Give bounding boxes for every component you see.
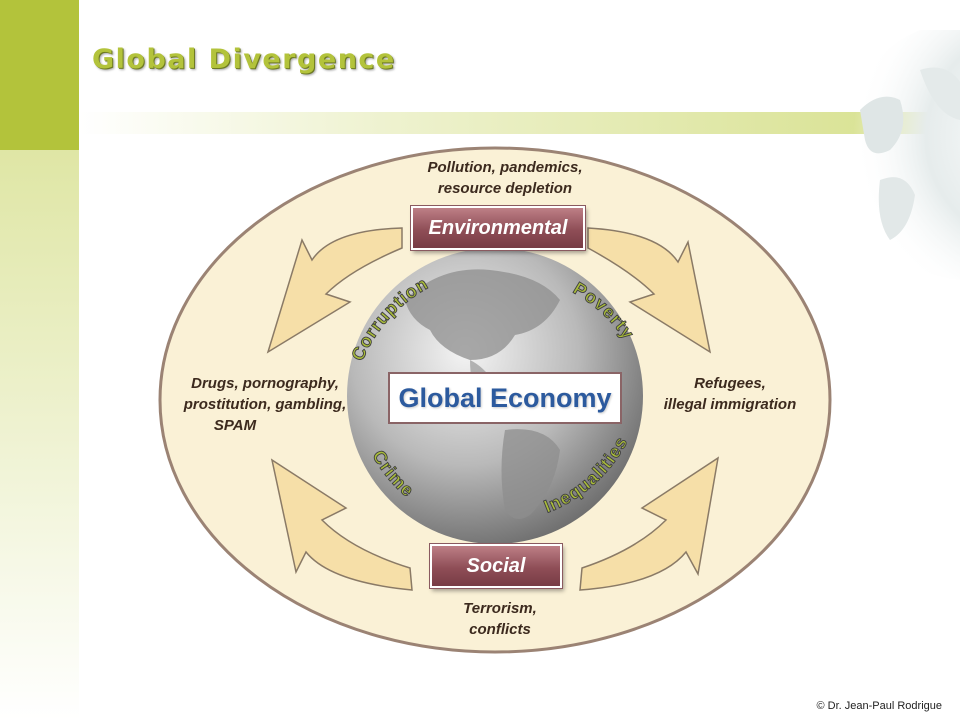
accent-bar-top	[0, 0, 79, 150]
caption-environmental: Pollution, pandemics, resource depletion	[390, 157, 620, 199]
slide-title: Global Divergence	[92, 44, 396, 75]
caption-line: conflicts	[469, 621, 531, 638]
header-band	[79, 112, 960, 134]
globe-landmass-south	[501, 429, 560, 519]
caption-right: Refugees, illegal immigration	[630, 373, 830, 415]
global-economy-label: Global Economy	[388, 372, 622, 424]
caption-left: Drugs, pornography, prostitution, gambli…	[160, 373, 370, 436]
caption-line: Pollution, pandemics,	[427, 159, 583, 176]
copyright-notice: © Dr. Jean-Paul Rodrigue	[816, 700, 942, 712]
caption-social: Terrorism, conflicts	[420, 598, 580, 640]
caption-line: SPAM	[213, 417, 257, 434]
arrow-bottom-right	[579, 456, 720, 591]
caption-line: Refugees,	[694, 375, 766, 392]
globe-watermark-icon	[840, 30, 960, 280]
arrow-top-right	[587, 227, 712, 354]
caption-line: resource depletion	[437, 180, 573, 197]
accent-bar-bottom	[0, 150, 79, 720]
caption-line: Terrorism,	[463, 600, 537, 617]
globe-landmass-north	[405, 269, 560, 360]
caption-line: prostitution, gambling,	[183, 396, 347, 413]
arrow-top-left	[266, 227, 403, 354]
caption-line: illegal immigration	[663, 396, 797, 413]
social-box: Social	[430, 544, 562, 588]
arrow-bottom-left	[270, 458, 413, 591]
environmental-box: Environmental	[411, 206, 585, 250]
caption-line: Drugs, pornography,	[191, 375, 339, 392]
